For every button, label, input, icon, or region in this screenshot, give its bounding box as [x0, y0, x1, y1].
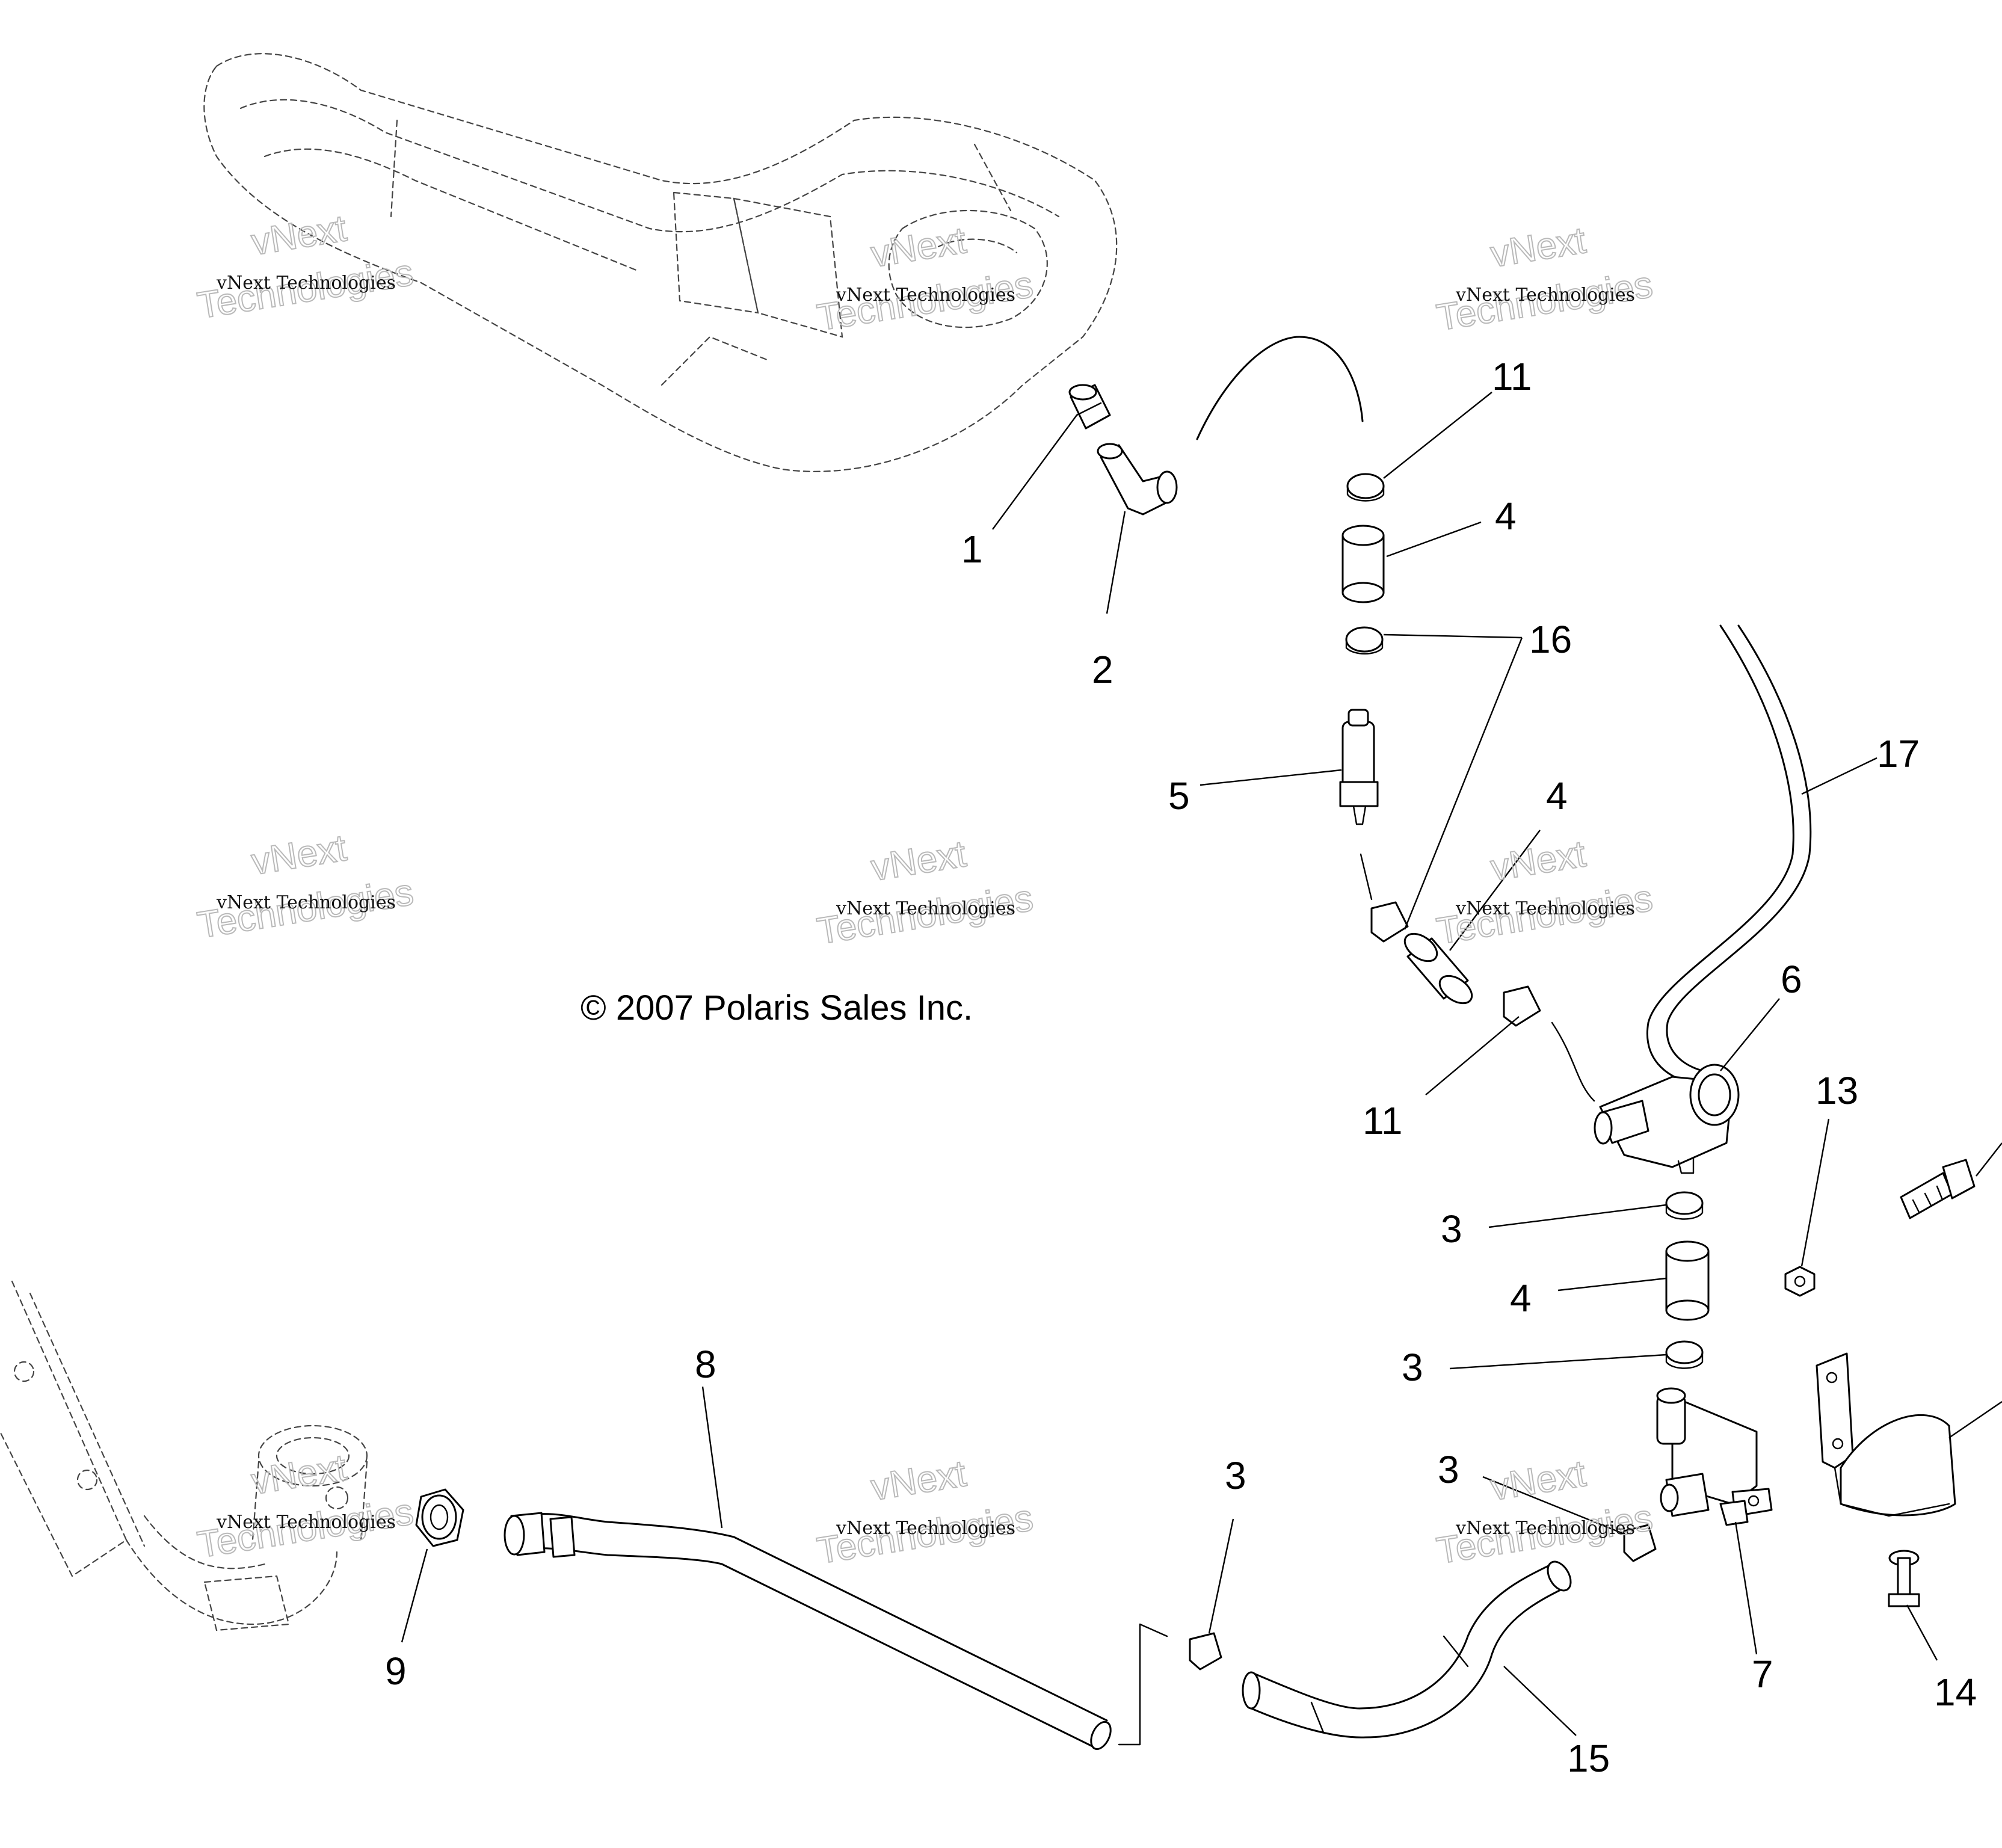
route-line-8-3 — [1118, 1623, 1168, 1746]
part-13-nut — [1784, 1266, 1816, 1297]
watermark-1: vNext Technologies vNext Technologies — [194, 207, 417, 327]
callout-3-a: 3 — [1441, 1207, 1462, 1251]
part-5-valve — [1339, 709, 1379, 825]
copyright-notice: © 2007 Polaris Sales Inc. — [581, 988, 973, 1027]
callout-17: 17 — [1877, 732, 1920, 775]
part-3-clamp-d — [1623, 1524, 1657, 1562]
watermark-7: vNext Technologies vNext Technologies — [194, 1446, 417, 1566]
callout-labels: 1 2 11 4 16 5 4 17 6 11 13 3 4 3 8 3 3 9… — [385, 355, 1977, 1780]
svg-text:vNext Technologies: vNext Technologies — [216, 892, 396, 913]
part-9-nut — [415, 1488, 464, 1547]
callout-3-b: 3 — [1402, 1346, 1423, 1389]
part-16-clamp — [1345, 626, 1384, 654]
hose-into-valve-6 — [1551, 1021, 1595, 1102]
callout-8: 8 — [695, 1343, 716, 1386]
callout-16: 16 — [1529, 618, 1572, 661]
svg-text:vNext Technologies: vNext Technologies — [216, 1512, 396, 1533]
leader-lines — [401, 392, 2002, 1736]
hose-link-5 — [1360, 853, 1373, 901]
watermark-group: vNext Technologies vNext Technologies vN… — [194, 207, 1656, 1572]
bolt-upper-right — [1900, 1159, 1976, 1219]
watermark-2: vNext Technologies vNext Technologies — [814, 219, 1036, 339]
callout-11-lower: 11 — [1363, 1099, 1402, 1142]
part-6-purge-valve — [1594, 1064, 1740, 1174]
callout-2: 2 — [1092, 648, 1113, 691]
svg-text:vNext: vNext — [248, 1447, 349, 1503]
callout-13: 13 — [1816, 1069, 1858, 1112]
svg-text:vNext: vNext — [1488, 833, 1588, 889]
engine-outline-reference — [0, 1280, 368, 1631]
svg-text:vNext: vNext — [868, 833, 969, 889]
part-2-elbow-fitting — [1097, 443, 1178, 516]
part-14-bolt — [1888, 1550, 1920, 1607]
part-11-clamp-upper — [1346, 473, 1385, 502]
watermark-6: vNext Technologies vNext Technologies — [1434, 833, 1656, 953]
watermark-9: vNext Technologies vNext Technologies — [1434, 1452, 1656, 1572]
part-3-clamp-b — [1665, 1340, 1704, 1369]
callout-15: 15 — [1567, 1737, 1610, 1780]
svg-text:vNext: vNext — [1488, 220, 1588, 276]
svg-text:vNext Technologies: vNext Technologies — [836, 285, 1015, 306]
callout-3-c: 3 — [1225, 1454, 1246, 1497]
mounting-bracket — [1816, 1352, 1956, 1517]
svg-text:vNext Technologies: vNext Technologies — [836, 898, 1015, 919]
callout-5: 5 — [1168, 774, 1190, 818]
callout-7: 7 — [1752, 1652, 1773, 1696]
part-16-clamp-lower — [1370, 901, 1409, 943]
part-3-clamp-c — [1189, 1632, 1222, 1671]
callout-9: 9 — [385, 1649, 407, 1693]
part-3-clamp-a — [1665, 1191, 1704, 1220]
callout-4-lower: 4 — [1510, 1277, 1532, 1320]
part-17-hose — [1646, 624, 1812, 1084]
part-1-cap — [1068, 384, 1111, 430]
watermark-8: vNext Technologies vNext Technologies — [814, 1452, 1036, 1572]
callout-11-upper: 11 — [1492, 355, 1532, 398]
part-4-hose-lower — [1665, 1240, 1710, 1321]
svg-text:vNext Technologies: vNext Technologies — [216, 273, 396, 294]
svg-text:vNext Technologies: vNext Technologies — [836, 1518, 1015, 1539]
watermark-4: vNext Technologies vNext Technologies — [194, 827, 417, 947]
svg-text:vNext: vNext — [868, 1453, 969, 1509]
part-8-tube — [504, 1512, 1112, 1751]
svg-text:vNext Technologies: vNext Technologies — [1455, 285, 1635, 306]
svg-text:vNext: vNext — [248, 827, 349, 883]
seat-outline-reference — [203, 53, 1118, 472]
callout-3-d: 3 — [1438, 1448, 1459, 1491]
part-7-solenoid-valve — [1656, 1387, 1773, 1526]
part-4-hose-upper — [1341, 525, 1385, 603]
part-11-clamp-lower — [1503, 985, 1541, 1027]
callout-4-middle: 4 — [1546, 774, 1568, 818]
svg-text:vNext Technologies: vNext Technologies — [1455, 898, 1635, 919]
callout-4-upper: 4 — [1495, 494, 1517, 538]
svg-text:vNext: vNext — [248, 208, 349, 263]
callout-14: 14 — [1934, 1671, 1977, 1714]
vent-hose-upper — [1196, 336, 1364, 440]
callout-6: 6 — [1781, 958, 1802, 1001]
part-4-hose-middle — [1403, 932, 1473, 1005]
watermark-5: vNext Technologies vNext Technologies — [814, 833, 1036, 953]
callout-1: 1 — [961, 528, 983, 571]
watermark-3: vNext Technologies vNext Technologies — [1434, 219, 1656, 339]
part-15-hose — [1242, 1560, 1572, 1739]
svg-text:vNext: vNext — [1488, 1453, 1588, 1509]
svg-text:vNext Technologies: vNext Technologies — [1455, 1518, 1635, 1539]
svg-text:vNext: vNext — [868, 220, 969, 276]
